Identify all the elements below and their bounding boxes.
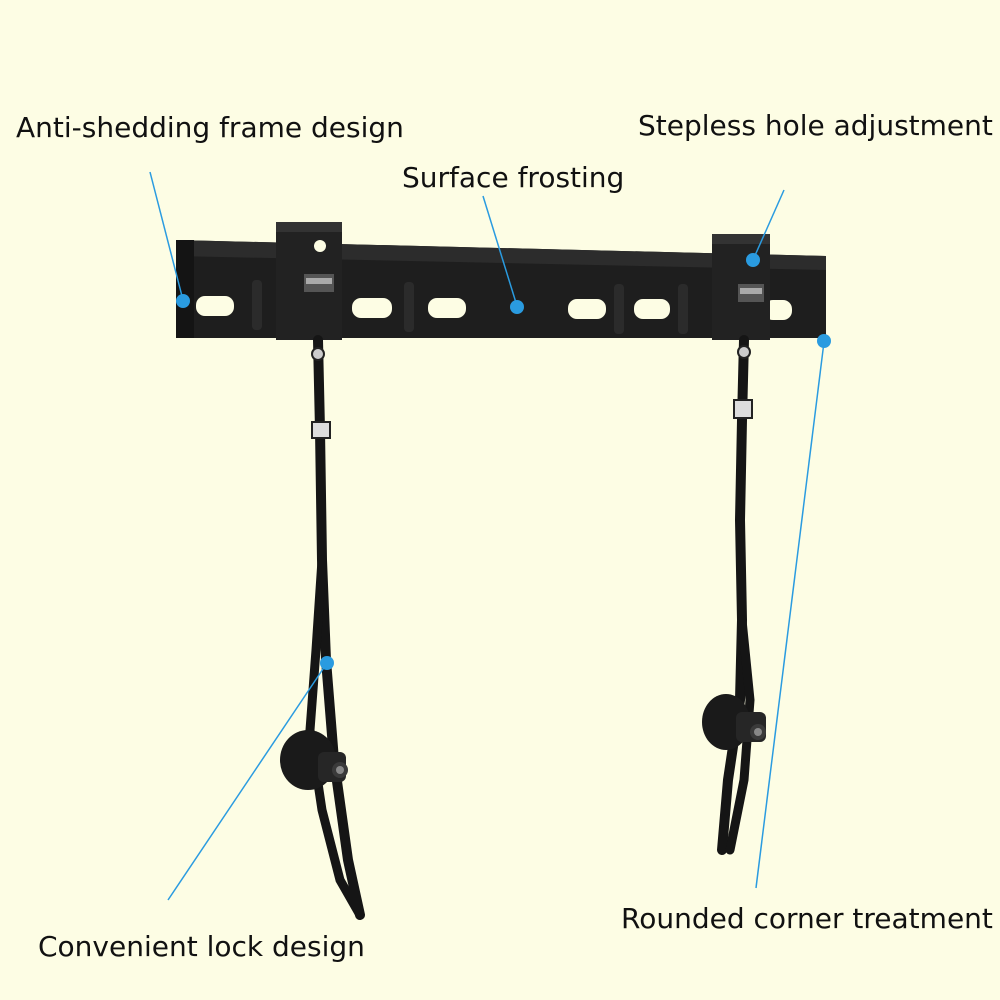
left-mount-arm bbox=[276, 222, 342, 340]
left-lock-knob bbox=[280, 730, 348, 790]
wall-bracket bbox=[176, 222, 826, 340]
callout-anti-shedding-label: Anti-shedding frame design bbox=[16, 111, 404, 144]
bracket-slots bbox=[196, 296, 792, 320]
callout-stepless-label: Stepless hole adjustment bbox=[638, 109, 993, 142]
callout-lines bbox=[149, 171, 825, 901]
right-lock-knob bbox=[702, 694, 766, 750]
right-safety-strap bbox=[717, 335, 755, 855]
right-mount-arm bbox=[712, 234, 770, 340]
callout-surface-label: Surface frosting bbox=[402, 161, 625, 194]
left-safety-strap bbox=[305, 335, 365, 920]
callout-dots bbox=[176, 253, 831, 670]
callout-rounded-label: Rounded corner treatment bbox=[621, 902, 993, 935]
callout-lock-label: Convenient lock design bbox=[38, 930, 365, 963]
